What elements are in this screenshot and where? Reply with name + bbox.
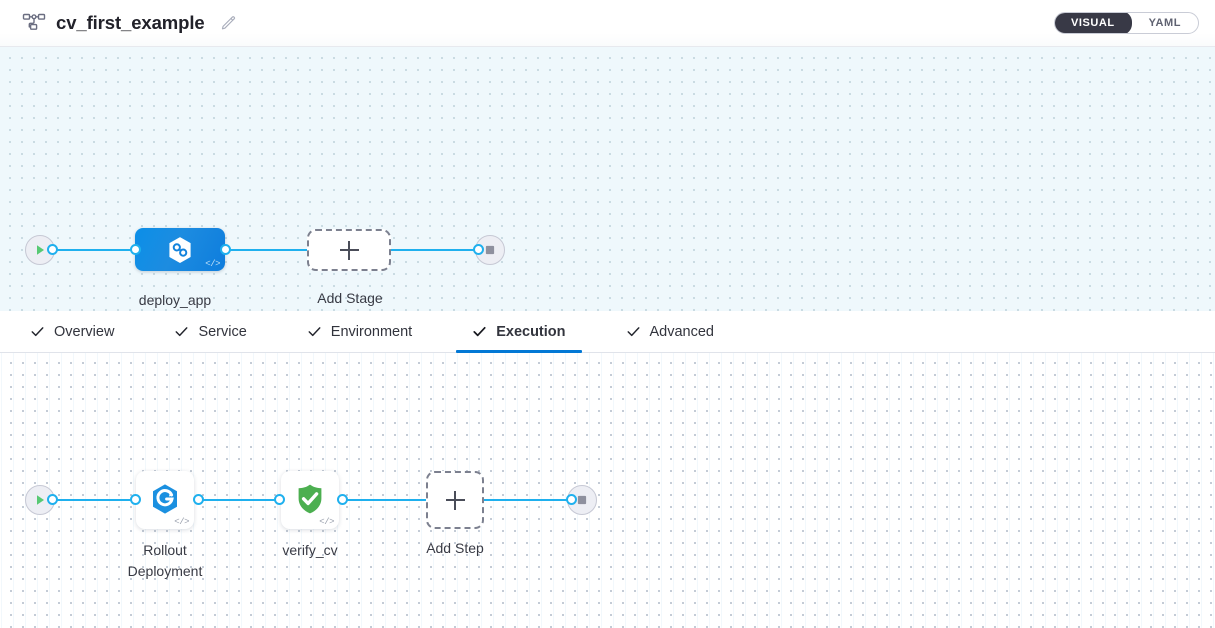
rollout-deployment-hexagon-icon	[148, 482, 182, 516]
edge-add-step-to-end	[483, 499, 571, 501]
play-triangle-icon	[37, 495, 44, 505]
play-triangle-icon	[37, 245, 44, 255]
step-rollout-out-port[interactable]	[193, 494, 204, 505]
tab-overview[interactable]: Overview	[14, 311, 130, 352]
tab-label-overview: Overview	[54, 323, 115, 340]
edge-verify-to-add-step	[340, 499, 428, 501]
add-stage-button[interactable]	[307, 229, 391, 271]
edge-start-to-rollout	[52, 499, 138, 501]
check-icon	[307, 324, 322, 339]
check-icon	[30, 324, 45, 339]
stop-square-icon	[577, 495, 587, 505]
stage-end-port[interactable]	[473, 244, 484, 255]
edge-deploy-app-to-add-stage	[222, 249, 310, 251]
stage-node-deploy-app[interactable]: </>	[135, 228, 225, 271]
stage-start-port[interactable]	[47, 244, 58, 255]
tab-label-environment: Environment	[330, 323, 413, 340]
stop-square-icon	[485, 245, 495, 255]
view-toggle-visual[interactable]: VISUAL	[1055, 13, 1132, 33]
header-left-group: cv_first_example	[22, 11, 1054, 35]
edge-add-stage-to-end	[389, 249, 485, 251]
step-end-port[interactable]	[566, 494, 577, 505]
step-verify-in-port[interactable]	[274, 494, 285, 505]
step-code-badge-rollout: </>	[174, 517, 189, 527]
app-header: cv_first_example VISUAL YAML	[0, 0, 1215, 47]
stage-deploy-app-in-port[interactable]	[130, 244, 141, 255]
stage-deploy-app-out-port[interactable]	[220, 244, 231, 255]
step-node-rollout-deployment[interactable]: </>	[136, 471, 194, 529]
check-icon	[174, 324, 189, 339]
stage-config-tabs[interactable]: Overview Service Environment	[0, 311, 1215, 353]
page-title: cv_first_example	[56, 12, 205, 33]
add-step-label: Add Step	[426, 540, 484, 556]
tab-label-service: Service	[198, 323, 247, 340]
step-start-port[interactable]	[47, 494, 58, 505]
tab-environment[interactable]: Environment	[291, 311, 428, 352]
stage-graph-canvas[interactable]: </> deploy_app Add Stage	[0, 47, 1215, 311]
add-step-button[interactable]	[426, 471, 484, 529]
pipeline-nodes-icon	[22, 11, 46, 35]
pencil-edit-icon[interactable]	[220, 15, 237, 32]
view-toggle-yaml[interactable]: YAML	[1148, 17, 1181, 29]
step-verify-out-port[interactable]	[337, 494, 348, 505]
tab-label-advanced: Advanced	[649, 323, 715, 340]
step-node-label-rollout-deployment: Rollout Deployment	[127, 542, 203, 579]
step-code-badge-verify: </>	[319, 517, 334, 527]
plus-icon	[339, 240, 359, 260]
tab-advanced[interactable]: Advanced	[610, 311, 731, 352]
step-graph-canvas[interactable]: </> Rollout Deployment </> verify_cv Add…	[0, 353, 1215, 628]
tab-execution[interactable]: Execution	[456, 311, 582, 353]
view-mode-toggle[interactable]: VISUAL YAML	[1054, 12, 1199, 34]
edge-rollout-to-verify	[196, 499, 284, 501]
plus-icon	[445, 490, 465, 510]
check-icon	[626, 324, 641, 339]
step-node-label-verify-cv: verify_cv	[282, 542, 338, 558]
step-rollout-in-port[interactable]	[130, 494, 141, 505]
step-node-verify-cv[interactable]: </>	[281, 471, 339, 529]
check-icon	[472, 324, 487, 339]
tab-service[interactable]: Service	[158, 311, 262, 352]
kubernetes-hexagon-icon	[165, 235, 195, 265]
stage-code-badge: </>	[205, 259, 220, 269]
stage-node-label-deploy-app: deploy_app	[138, 292, 212, 308]
add-stage-label: Add Stage	[317, 290, 383, 306]
edge-start-to-deploy-app	[52, 249, 138, 251]
green-shield-check-icon	[293, 482, 327, 516]
tab-label-execution: Execution	[496, 323, 566, 340]
